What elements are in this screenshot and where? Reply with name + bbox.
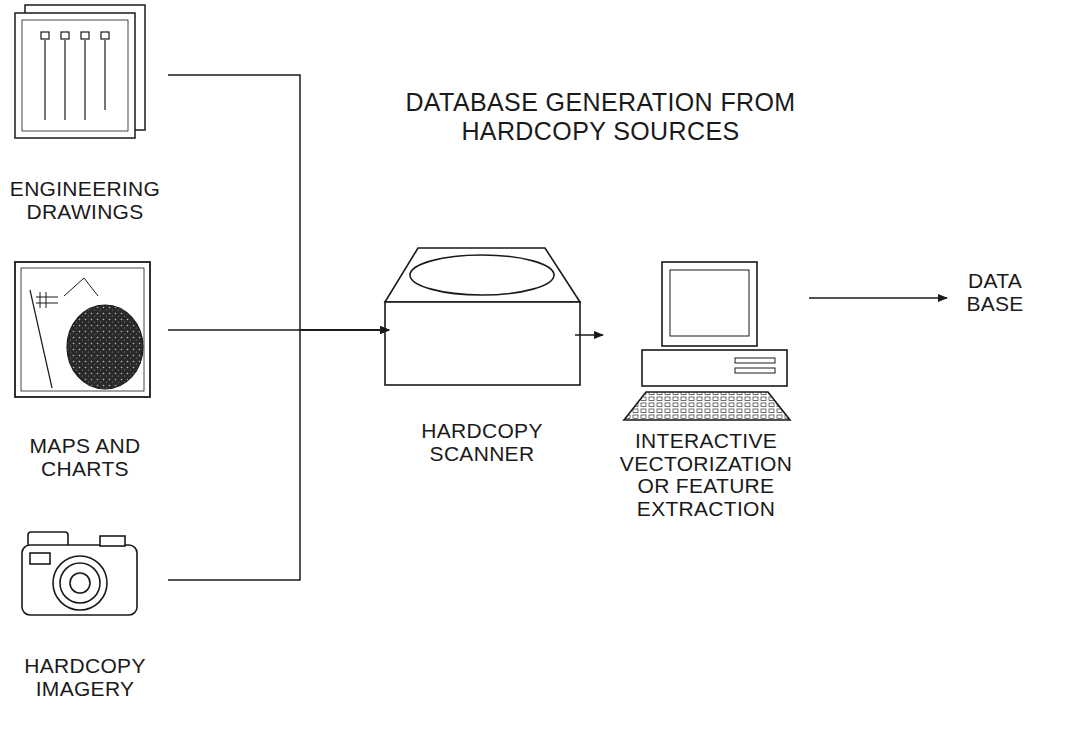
flow-arrow: [575, 334, 603, 336]
map-sheet: [15, 262, 150, 397]
scanner-icon: [385, 248, 580, 385]
node-text: INTERACTIVE VECTORIZATION OR FEATURE EXT…: [606, 430, 806, 521]
computer-icon: [624, 262, 790, 420]
device-label: HARDCOPY SCANNER: [392, 240, 572, 465]
source-label: MAPS AND CHARTS: [5, 258, 165, 480]
flow-arrow: [809, 297, 947, 299]
output-label: DATA BASE: [950, 270, 1040, 315]
flow-arrow: [168, 75, 389, 330]
node-text: ENGINEERING DRAWINGS: [5, 178, 165, 223]
drawing-sheets: [15, 5, 145, 138]
camera-icon: [22, 532, 137, 615]
node-text: HARDCOPY IMAGERY: [5, 655, 165, 700]
source-label: ENGINEERING DRAWINGS: [5, 8, 165, 223]
flow-arrow: [168, 330, 389, 580]
node-text: HARDCOPY SCANNER: [392, 420, 572, 465]
node-text: MAPS AND CHARTS: [5, 435, 165, 480]
process-label: INTERACTIVE VECTORIZATION OR FEATURE EXT…: [606, 255, 806, 521]
source-label: HARDCOPY IMAGERY: [5, 520, 165, 700]
diagram-title: DATABASE GENERATION FROM HARDCOPY SOURCE…: [388, 88, 813, 146]
node-text: DATA BASE: [950, 270, 1040, 315]
